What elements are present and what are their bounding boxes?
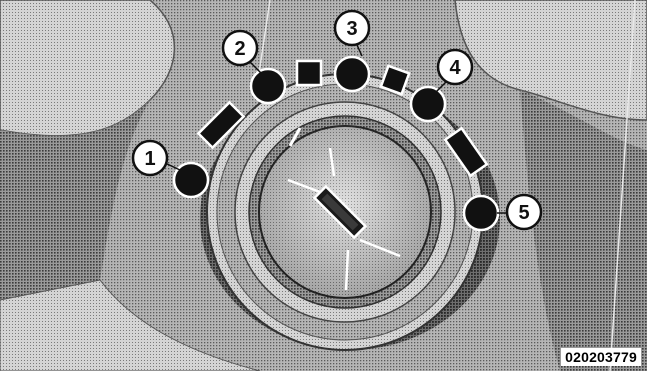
callout-1-label: 1: [144, 148, 155, 170]
callout-4: 4: [438, 50, 472, 84]
callout-3-label: 3: [346, 18, 357, 40]
indicator-dot-5: [464, 196, 498, 230]
indicator-square-2: [297, 61, 321, 85]
indicator-dot-3: [335, 57, 369, 91]
callout-5: 5: [507, 195, 541, 229]
callout-3: 3: [335, 11, 369, 45]
callout-5-label: 5: [518, 202, 529, 224]
callout-2: 2: [223, 31, 257, 65]
indicator-dot-1: [174, 163, 208, 197]
indicator-dot-2: [251, 69, 285, 103]
figure-code: 020203779: [561, 348, 641, 366]
indicator-dot-4: [411, 87, 445, 121]
callout-2-label: 2: [234, 38, 245, 60]
callout-4-label: 4: [449, 57, 461, 79]
callout-1: 1: [133, 141, 167, 175]
